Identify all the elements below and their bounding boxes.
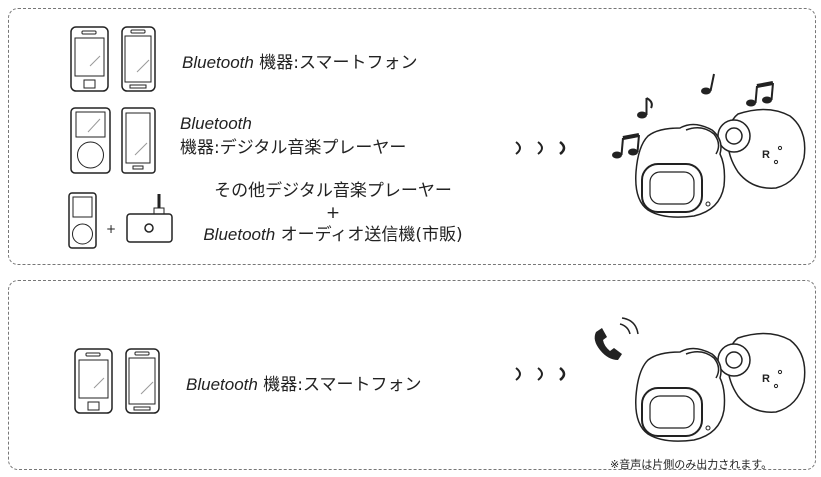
- music-note-icon: [746, 81, 774, 107]
- music-note-icon: [701, 73, 715, 95]
- svg-text:R: R: [762, 149, 770, 161]
- row2-label: 機器:デジタル音楽プレーヤー: [180, 138, 407, 158]
- call-device-label: Bluetooth 機器:スマートフォン: [186, 370, 421, 395]
- row1-device-label: Bluetooth 機器:スマートフォン: [182, 48, 417, 73]
- row3-line1: その他デジタル音楽プレーヤー: [214, 181, 452, 201]
- call-brand: Bluetooth: [186, 375, 258, 394]
- row1-label: 機器:スマートフォン: [259, 53, 418, 73]
- row3-brand: Bluetooth: [203, 225, 276, 244]
- music-note-icon: [612, 133, 640, 159]
- svg-text:R: R: [762, 373, 770, 385]
- row3-device-label: その他デジタル音楽プレーヤー + Bluetooth オーディオ送信機(市販): [183, 180, 483, 246]
- smartphone-icon: [121, 26, 156, 92]
- small-plus: +: [106, 222, 117, 236]
- music-player-icon: [121, 107, 156, 174]
- chevron-arrows-icon: [515, 366, 566, 382]
- mono-output-note: ※音声は片側のみ出力されます。: [610, 458, 773, 471]
- music-player-icon: [68, 192, 97, 249]
- smartphone-icon: [125, 348, 160, 414]
- earbuds-icon: R: [635, 332, 806, 442]
- transmitter-icon: [126, 194, 173, 243]
- music-player-icon: [70, 107, 111, 174]
- earbuds-icon: R: [635, 108, 806, 218]
- chevron-arrows-icon: [515, 140, 566, 156]
- phone-call-icon: [594, 317, 639, 360]
- music-note-icon: [637, 97, 653, 119]
- row1-brand: Bluetooth: [182, 53, 254, 72]
- smartphone-icon: [74, 348, 113, 414]
- call-section-border: [8, 280, 816, 470]
- row3-plus: +: [325, 203, 341, 223]
- row2-device-label: Bluetooth 機器:デジタル音楽プレーヤー: [180, 112, 406, 160]
- row3-label: オーディオ送信機(市販): [280, 225, 463, 245]
- call-label: 機器:スマートフォン: [263, 375, 422, 395]
- row2-brand: Bluetooth: [180, 114, 252, 133]
- music-section-border: [8, 8, 816, 265]
- smartphone-icon: [70, 26, 109, 92]
